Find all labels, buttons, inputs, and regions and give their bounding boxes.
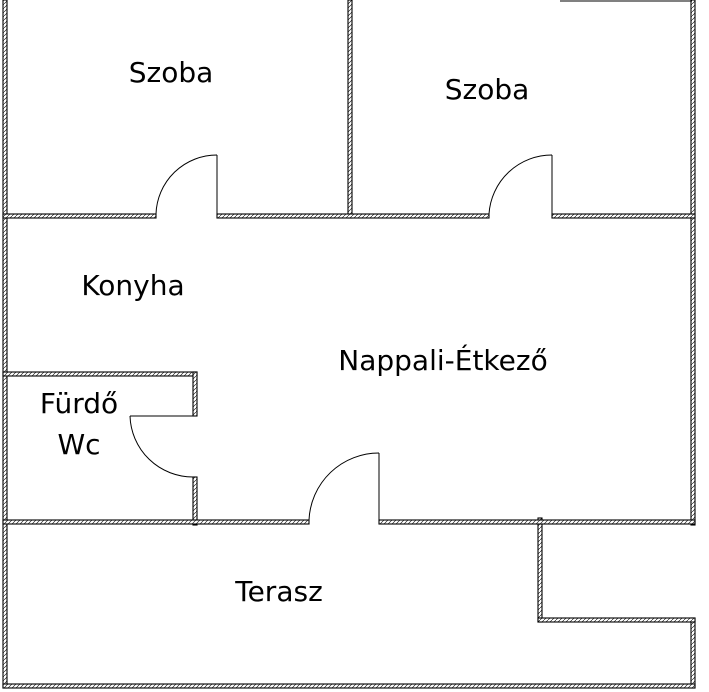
wall-bathroom-top (2, 371, 198, 377)
wall-bottom (2, 683, 696, 689)
wall-right-upper (690, 0, 696, 526)
wall-bathroom-right-upper (192, 371, 198, 417)
door-terrace (308, 452, 380, 521)
wall-terrace-top-left (2, 519, 310, 525)
wall-bedrooms-bottom-left (2, 213, 157, 219)
room-label-living-dining: Nappali-Étkező (338, 343, 547, 377)
wall-right-lower (690, 617, 696, 689)
room-label-bathroom: Fürdő (40, 387, 118, 420)
wall-terrace-step-vertical (537, 517, 543, 623)
room-labels: Szoba Szoba Konyha Nappali-Étkező Fürdő … (40, 56, 548, 608)
wall-bedrooms-divider (347, 0, 353, 219)
room-label-kitchen: Konyha (81, 269, 184, 302)
outer-walls (2, 0, 696, 689)
room-label-terrace: Terasz (234, 575, 323, 608)
room-label-bedroom-left: Szoba (129, 56, 214, 89)
wall-bedrooms-bottom-mid (216, 213, 490, 219)
door-bedroom-right (488, 154, 553, 215)
door-bedroom-left (155, 154, 218, 215)
doors (129, 154, 553, 521)
wall-terrace-top-right (378, 519, 696, 525)
interior-walls (2, 0, 696, 526)
wall-bedrooms-bottom-right (551, 213, 696, 219)
wall-bathroom-right-lower (192, 476, 198, 526)
room-label-wc: Wc (57, 428, 100, 461)
wall-left (2, 0, 8, 689)
room-label-bedroom-right: Szoba (445, 73, 530, 106)
wall-terrace-step-horizontal (537, 617, 696, 623)
door-bathroom (129, 415, 194, 478)
